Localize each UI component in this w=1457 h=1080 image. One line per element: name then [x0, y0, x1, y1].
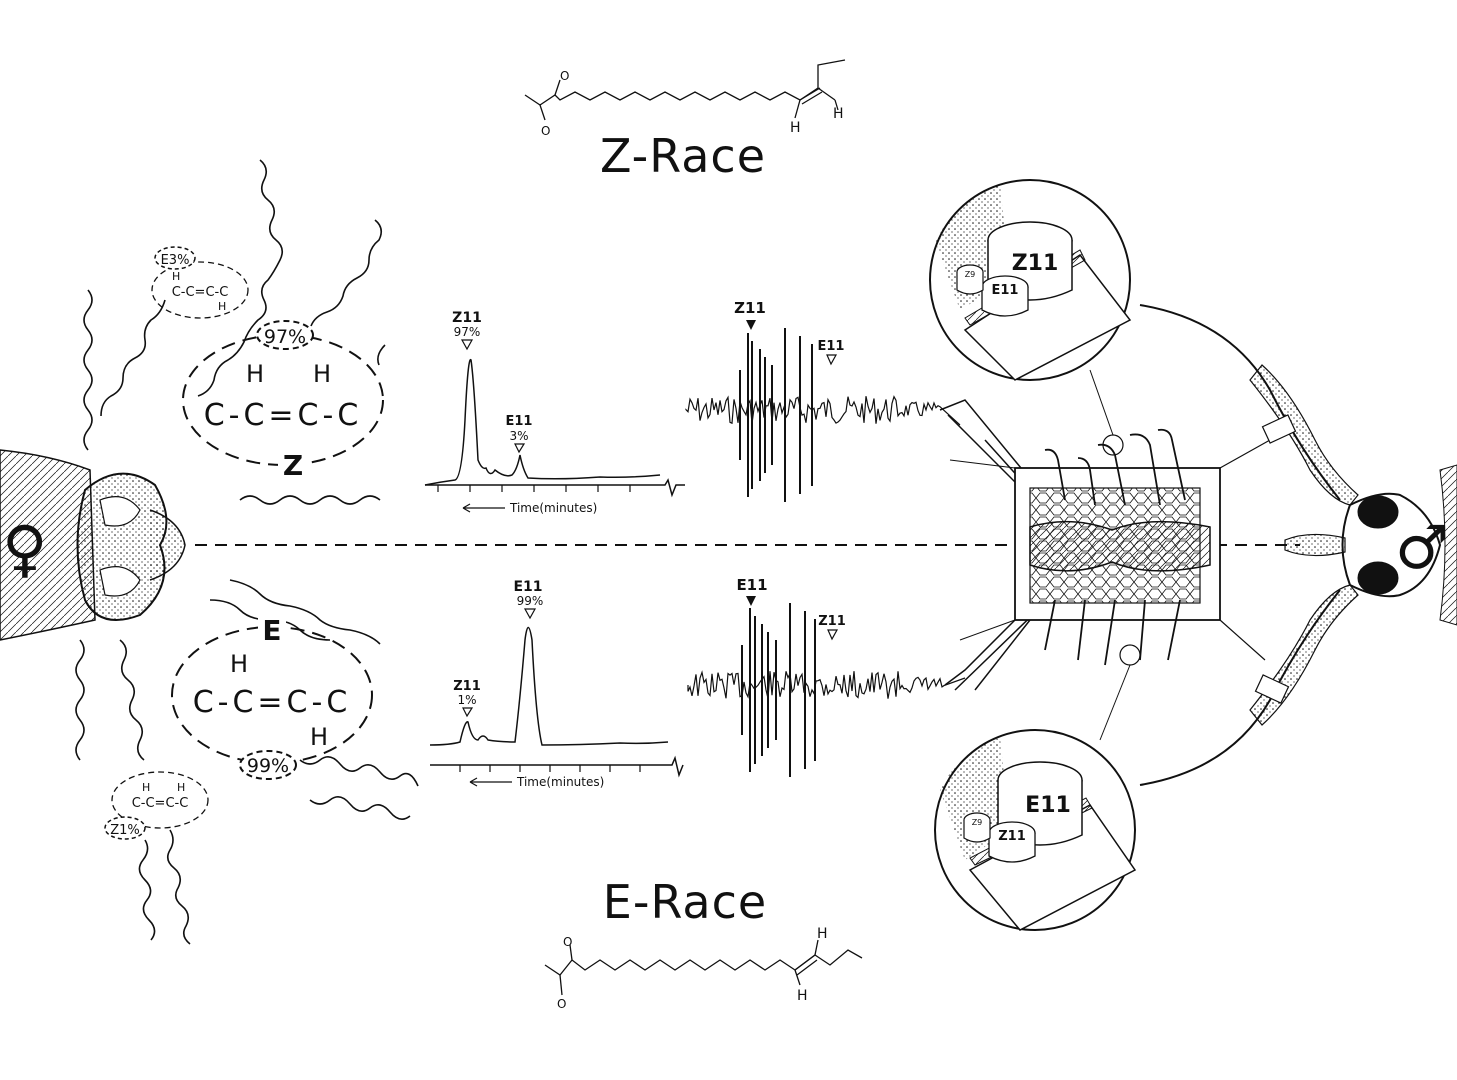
e-ead-marker-a	[746, 596, 756, 606]
e-structure-h2: H	[797, 988, 808, 1004]
e-main-percent: 99%	[247, 755, 289, 777]
e-gc-peak-minor-marker	[462, 707, 474, 718]
e-minor-blend-cloud	[111, 771, 209, 829]
z-inset-medium-label: E11	[992, 283, 1019, 298]
e-main-h-top: H	[230, 650, 248, 678]
z-inset-small-label: Z9	[965, 270, 976, 279]
e-gc-peak-major-pct: 99%	[517, 594, 544, 608]
z-ead-trace	[685, 328, 961, 502]
female-symbol: ♀	[2, 512, 47, 585]
e-structure-skeletal-formula	[544, 939, 863, 996]
e-structure-o-top: O	[563, 935, 572, 949]
z-ead-marker-b	[826, 354, 838, 366]
z-minor-h-bottom: H	[218, 300, 226, 313]
z-ead-marker-a	[746, 320, 756, 330]
z-inset-large-label: Z11	[1012, 251, 1059, 276]
z-ead-label-b: E11	[818, 339, 845, 354]
e-ead-marker-b	[827, 629, 839, 641]
z-ead-label-a: Z11	[734, 299, 766, 317]
z-minor-percent: E3%	[161, 253, 190, 268]
e-minor-h-right: H	[177, 781, 185, 794]
e-antenna-inset	[934, 729, 1137, 931]
scent-waves-upper	[83, 159, 386, 505]
e-minor-percent-bubble	[104, 816, 146, 840]
z-main-isomer-label: Z	[283, 449, 303, 482]
callout-line-top	[1089, 369, 1114, 436]
scent-waves-lower	[75, 579, 419, 945]
e-inset-medium-label: Z11	[998, 829, 1026, 844]
z-race-title: Z-Race	[600, 129, 766, 183]
z-structure-h1: H	[790, 120, 801, 136]
e-main-percent-bubble	[239, 750, 297, 780]
nerve-preparation	[949, 439, 1271, 661]
z-minor-chain: C-C=C-C	[172, 285, 229, 300]
z-structure-skeletal-formula	[524, 59, 846, 121]
recording-hooks	[1044, 428, 1186, 666]
z-minor-percent-bubble	[154, 246, 196, 270]
ead-noise-line	[685, 395, 961, 426]
z-main-h-right: H	[313, 360, 331, 388]
z-main-percent-bubble	[256, 320, 314, 350]
z-minor-blend-cloud	[151, 261, 249, 319]
e-gc-peak-minor-name: Z11	[453, 679, 481, 694]
z-structure-o-side: O	[541, 124, 550, 138]
male-symbol: ♂	[1395, 513, 1449, 583]
e-structure-h1: H	[817, 926, 828, 942]
z-gc-axis-label: Time(minutes)	[509, 501, 597, 515]
z-gc-peak-major-name: Z11	[452, 310, 482, 326]
z-gc-peak-major-pct: 97%	[454, 325, 481, 339]
e-gc-peak-major-marker	[523, 608, 537, 620]
z-minor-h-top: H	[172, 270, 180, 283]
callout-line-bottom	[1099, 664, 1131, 741]
e-ead-label-a: E11	[736, 576, 767, 594]
e-main-isomer-label: E	[262, 614, 281, 647]
male-moth-head	[1139, 304, 1457, 786]
z-antenna-inset	[929, 179, 1132, 381]
z-main-blend-cloud	[182, 334, 384, 466]
connector-ring-bottom	[1119, 644, 1141, 666]
z-main-h-left: H	[246, 360, 264, 388]
e-minor-percent: Z1%	[110, 823, 140, 838]
e-minor-h-left: H	[142, 781, 150, 794]
e-main-h-bottom: H	[310, 723, 328, 751]
e-gc-axis-label: Time(minutes)	[516, 775, 604, 789]
z-gc-peak-minor-marker	[514, 443, 526, 454]
z-gc-trace	[424, 359, 685, 513]
e-gc-peak-minor-pct: 1%	[457, 693, 476, 707]
ead-noise-line	[687, 670, 966, 699]
e-minor-chain: C-C=C-C	[132, 796, 189, 811]
z-gc-peak-minor-pct: 3%	[509, 429, 528, 443]
e-race-title: E-Race	[603, 875, 767, 929]
e-inset-small-label: Z9	[972, 818, 983, 827]
e-gc-peak-major-name: E11	[513, 579, 542, 595]
z-gc-peak-major-marker	[460, 339, 474, 351]
e-ead-trace	[687, 603, 966, 777]
z-gc-peak-minor-name: E11	[506, 414, 533, 429]
e-gc-trace	[429, 626, 684, 787]
z-main-percent: 97%	[264, 326, 306, 348]
e-ead-label-b: Z11	[818, 614, 846, 629]
z-structure-o-top: O	[560, 69, 569, 83]
e-inset-large-label: E11	[1025, 793, 1071, 818]
z-main-chain: C-C=C-C	[204, 398, 363, 433]
e-main-chain: C-C=C-C	[193, 685, 352, 720]
e-structure-o-side: O	[557, 997, 566, 1011]
z-structure-h2: H	[833, 106, 844, 122]
female-moth-abdomen	[0, 449, 186, 641]
